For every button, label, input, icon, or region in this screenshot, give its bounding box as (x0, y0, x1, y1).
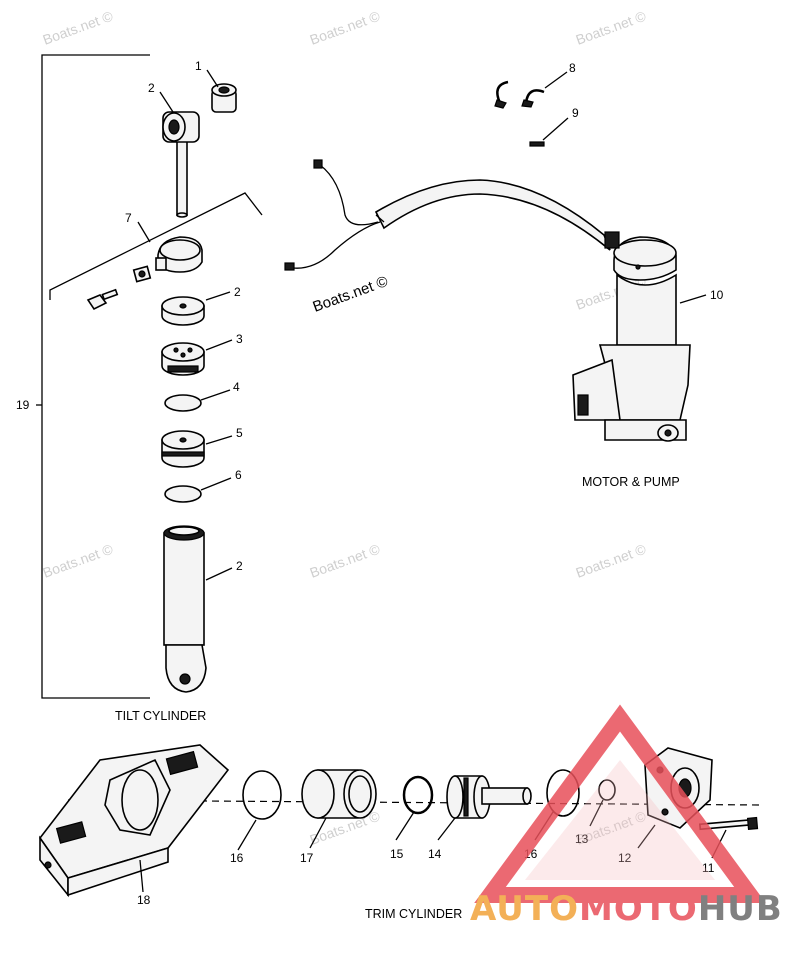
callout-10: 10 (710, 288, 724, 302)
callout-6: 6 (235, 468, 242, 482)
part-7-clamp (86, 236, 203, 311)
part-2-washer (161, 296, 205, 326)
watermark-main: Boats.net © (311, 273, 391, 316)
logo-auto: AUTO (470, 889, 579, 929)
part-17-sleeve (301, 769, 377, 819)
part-8-clips (494, 80, 545, 109)
part-15-o-ring (402, 775, 434, 815)
part-16-o-ring-right (546, 769, 580, 817)
callout-15: 15 (390, 847, 404, 861)
part-2-cylinder-body (163, 525, 207, 693)
callout-9: 9 (572, 106, 579, 120)
callout-5: 5 (236, 426, 243, 440)
watermark-text: Boats.net © (308, 7, 383, 47)
watermark-text: Boats.net © (574, 540, 649, 580)
motor-pump-assembly: 8 9 10 MOTOR & PUMP (284, 61, 724, 489)
part-5-piston (161, 430, 205, 468)
callout-11: 11 (702, 861, 715, 875)
callout-2-washer: 2 (234, 285, 241, 299)
callout-4: 4 (233, 380, 240, 394)
callout-7: 7 (125, 211, 132, 225)
callout-16-left: 16 (230, 851, 244, 865)
svg-text:AUTOMOTOHUB: AUTOMOTOHUB (470, 889, 783, 929)
callout-19: 19 (16, 398, 30, 412)
part-1-bushing (211, 83, 237, 113)
callout-12: 12 (618, 851, 632, 865)
watermark-text: Boats.net © (41, 540, 116, 580)
tilt-cylinder-caption: TILT CYLINDER (115, 709, 206, 723)
automotohub-logo: AUTOMOTOHUB (470, 704, 783, 929)
part-2-piston-rod (162, 111, 200, 218)
tilt-cylinder-parts: 1 2 7 2 (49, 59, 263, 723)
part-11-bolt (698, 816, 759, 831)
callout-17: 17 (300, 851, 314, 865)
callout-3: 3 (236, 332, 243, 346)
callout-18: 18 (137, 893, 151, 907)
tilt-assembly-bracket: 19 (16, 54, 150, 699)
part-13-ring (598, 779, 616, 801)
part-18-housing (39, 744, 230, 898)
watermark-text: Boats.net © (308, 540, 383, 580)
motor-pump-caption: MOTOR & PUMP (582, 475, 680, 489)
part-9-screw (529, 141, 545, 147)
part-16-o-ring-left (242, 770, 282, 820)
trim-cylinder-caption: TRIM CYLINDER (365, 907, 462, 921)
callout-1: 1 (195, 59, 202, 73)
watermark-text: Boats.net © (41, 7, 116, 47)
callout-13: 13 (575, 832, 589, 846)
callout-8: 8 (569, 61, 576, 75)
watermark-text: Boats.net © (574, 7, 649, 47)
callout-2-cylinder: 2 (236, 559, 243, 573)
logo-moto: MOTO (579, 889, 698, 929)
part-6-o-ring (164, 485, 202, 503)
part-4-o-ring (164, 394, 202, 412)
callout-14: 14 (428, 847, 442, 861)
part-10-motor (572, 231, 691, 442)
part-14-piston (446, 775, 532, 819)
logo-hub: HUB (698, 889, 783, 929)
callout-2-top: 2 (148, 81, 155, 95)
part-3-end-cap (161, 342, 205, 376)
